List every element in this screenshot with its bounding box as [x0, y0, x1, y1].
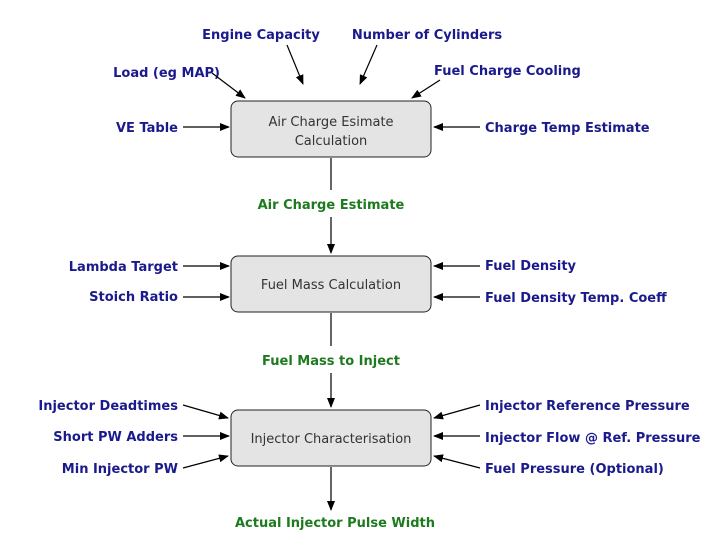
input-charge-temp-estimate: Charge Temp Estimate	[485, 121, 650, 136]
air-charge-estimate-block: Air Charge Esimate Calculation	[230, 100, 432, 158]
output-air-charge-estimate: Air Charge Estimate	[258, 198, 405, 213]
arrow-min-injector-pw	[182, 454, 229, 469]
input-fuel-density: Fuel Density	[485, 259, 577, 274]
input-load: Load (eg MAP)	[113, 66, 220, 81]
arrow-fuel-pressure-optional	[433, 454, 481, 469]
output-fuel-mass-to-inject: Fuel Mass to Inject	[262, 354, 400, 369]
arrow-fuel-charge-cooling	[411, 79, 441, 99]
fuel-mass-block-label: Fuel Mass Calculation	[261, 278, 401, 293]
input-ve-table: VE Table	[116, 121, 178, 136]
input-stoich-ratio: Stoich Ratio	[89, 290, 178, 305]
input-injector-flow-ref-pressure: Injector Flow @ Ref. Pressure	[485, 431, 701, 446]
input-short-pw-adders: Short PW Adders	[53, 430, 178, 445]
air-charge-block-line1: Air Charge Esimate	[268, 115, 393, 130]
injector-block-label: Injector Characterisation	[251, 432, 412, 447]
input-fuel-pressure-optional: Fuel Pressure (Optional)	[485, 462, 664, 477]
arrow-engine-capacity	[286, 44, 304, 85]
output-actual-injector-pulse-width: Actual Injector Pulse Width	[235, 516, 435, 531]
arrow-load	[211, 72, 246, 99]
input-fuel-charge-cooling: Fuel Charge Cooling	[434, 64, 581, 79]
input-injector-reference-pressure: Injector Reference Pressure	[485, 399, 690, 414]
arrow-injector-deadtimes	[182, 404, 229, 420]
input-lambda-target: Lambda Target	[69, 260, 178, 275]
input-fuel-density-temp-coeff: Fuel Density Temp. Coeff	[485, 291, 667, 306]
input-number-of-cylinders: Number of Cylinders	[352, 28, 503, 43]
injector-characterisation-block: Injector Characterisation	[230, 409, 432, 467]
arrow-injector-reference-pressure	[433, 404, 481, 420]
fuel-mass-calculation-block: Fuel Mass Calculation	[230, 255, 432, 313]
input-engine-capacity: Engine Capacity	[202, 28, 320, 43]
arrow-number-of-cylinders	[359, 44, 378, 85]
input-min-injector-pw: Min Injector PW	[62, 462, 178, 477]
air-charge-block-line2: Calculation	[295, 134, 368, 149]
input-injector-deadtimes: Injector Deadtimes	[38, 399, 178, 414]
